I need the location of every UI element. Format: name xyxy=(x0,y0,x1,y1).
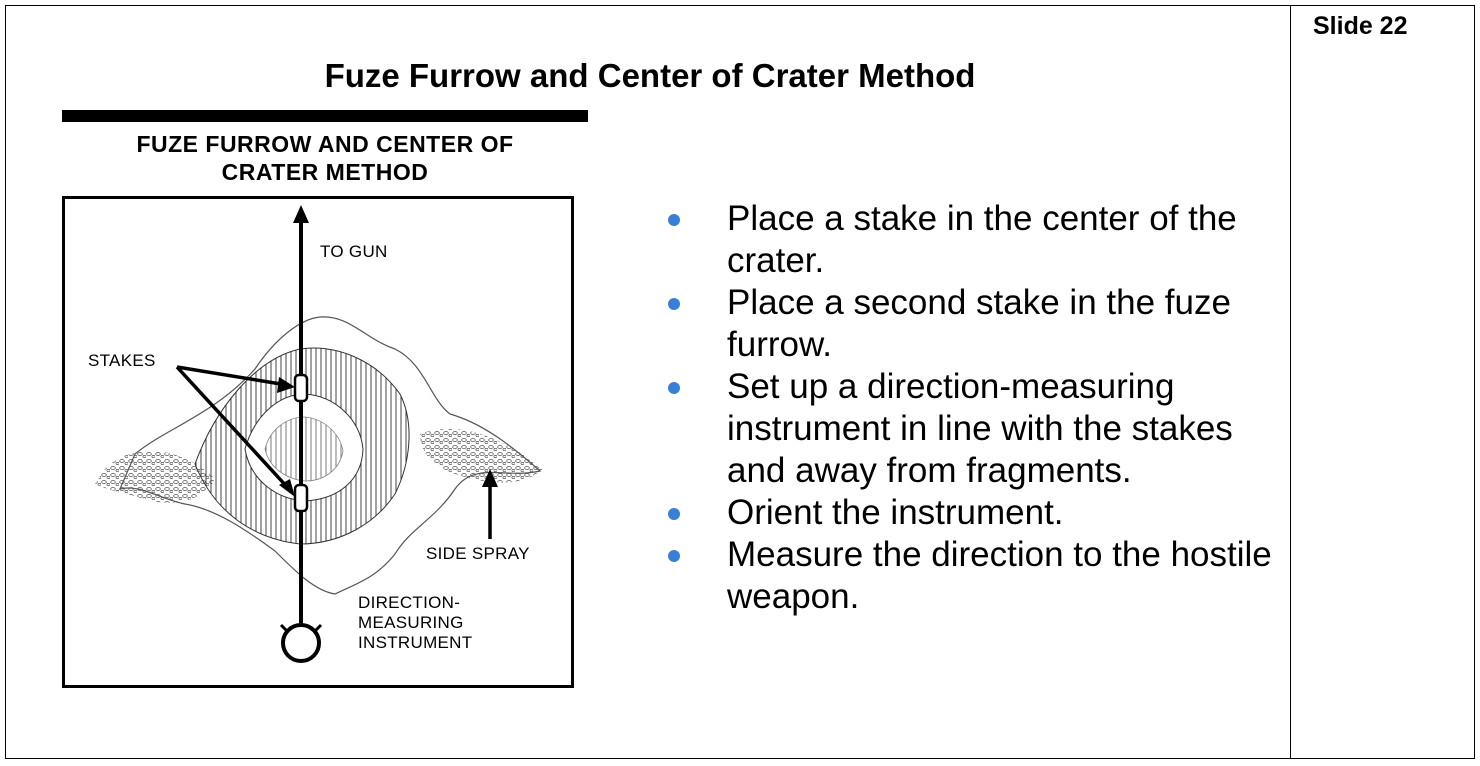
label-instrument-line-3: INSTRUMENT xyxy=(358,633,473,652)
side-spray-area xyxy=(420,428,543,483)
label-side-spray: SIDE SPRAY xyxy=(426,544,530,563)
instrument-symbol xyxy=(281,623,321,663)
bullet-dot-icon xyxy=(668,298,680,310)
list-item: Orient the instrument. xyxy=(664,492,1274,534)
bullet-text: Set up a direction-measuring instrument … xyxy=(727,367,1233,490)
crater-illustration xyxy=(95,205,543,663)
list-item: Set up a direction-measuring instrument … xyxy=(664,366,1274,492)
bullet-dot-icon xyxy=(668,550,680,562)
slide-number-column xyxy=(1290,5,1475,759)
stake-furrow xyxy=(293,483,309,513)
label-instrument: DIRECTION- MEASURING INSTRUMENT xyxy=(358,593,472,653)
bullet-text: Orient the instrument. xyxy=(727,493,1064,532)
list-item: Place a second stake in the fuze furrow. xyxy=(664,282,1274,366)
bullet-text: Place a stake in the center of the crate… xyxy=(727,199,1237,280)
crater-diagram: TO GUN STAKES SIDE SPRAY DIRECTION- MEAS… xyxy=(62,196,574,688)
list-item: Place a stake in the center of the crate… xyxy=(664,198,1274,282)
to-gun-arrowhead xyxy=(293,205,309,223)
label-instrument-line-2: MEASURING xyxy=(358,613,464,632)
bullet-dot-icon xyxy=(668,382,680,394)
bullet-dot-icon xyxy=(668,508,680,520)
bullet-dot-icon xyxy=(668,214,680,226)
figure-caption-line-2: CRATER METHOD xyxy=(221,159,429,185)
label-to-gun: TO GUN xyxy=(320,242,388,261)
page-title: Fuze Furrow and Center of Crater Method xyxy=(324,57,976,94)
bullet-text: Place a second stake in the fuze furrow. xyxy=(727,283,1231,364)
stake-center xyxy=(293,373,309,403)
slide-frame xyxy=(5,5,1291,759)
left-debris xyxy=(95,450,215,503)
figure-caption: FUZE FURROW AND CENTER OF CRATER METHOD xyxy=(62,130,588,186)
figure-header-bar xyxy=(62,110,588,122)
label-stakes: STAKES xyxy=(88,351,156,370)
label-instrument-line-1: DIRECTION- xyxy=(358,593,461,612)
list-item: Measure the direction to the hostile wea… xyxy=(664,534,1274,618)
bullet-list: Place a stake in the center of the crate… xyxy=(664,198,1274,618)
bullet-text: Measure the direction to the hostile wea… xyxy=(727,535,1272,616)
figure-caption-line-1: FUZE FURROW AND CENTER OF xyxy=(136,131,514,157)
slide-number: Slide 22 xyxy=(1313,12,1408,40)
